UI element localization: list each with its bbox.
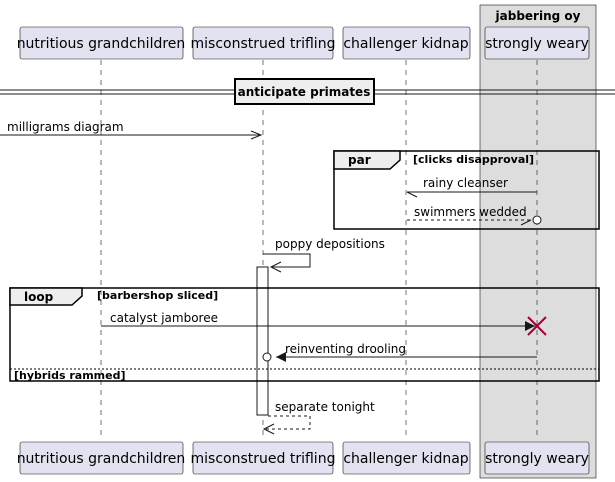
fragment-loop: loop [barbershop sliced] [hybrids rammed… bbox=[9, 287, 600, 382]
message-milligrams-diagram: milligrams diagram bbox=[0, 120, 263, 140]
activation-bar bbox=[256, 266, 269, 416]
svg-text:challenger kidnap: challenger kidnap bbox=[343, 36, 468, 52]
svg-text:misconstrued trifling: misconstrued trifling bbox=[191, 451, 336, 467]
svg-text:strongly weary: strongly weary bbox=[485, 451, 589, 467]
message-label: separate tonight bbox=[275, 400, 375, 414]
message-label: poppy depositions bbox=[275, 237, 385, 251]
divider-label: anticipate primates bbox=[238, 85, 371, 99]
svg-text:challenger kidnap: challenger kidnap bbox=[343, 451, 468, 467]
message-label: swimmers wedded bbox=[414, 205, 527, 219]
participant-head-p1[interactable]: nutritious grandchildren bbox=[17, 26, 186, 60]
message-rainy-cleanser: rainy cleanser bbox=[406, 176, 537, 198]
participant-tail-p1[interactable]: nutritious grandchildren bbox=[17, 441, 186, 475]
svg-text:nutritious grandchildren: nutritious grandchildren bbox=[17, 36, 186, 52]
message-swimmers-wedded: swimmers wedded bbox=[407, 205, 542, 226]
message-separate-tonight: separate tonight bbox=[262, 400, 375, 435]
destroy-icon bbox=[527, 316, 547, 336]
participant-tail-p3[interactable]: challenger kidnap bbox=[342, 441, 471, 475]
message-label: catalyst jamboree bbox=[110, 311, 218, 325]
participant-tail-p4[interactable]: strongly weary bbox=[484, 441, 590, 475]
message-label: rainy cleanser bbox=[423, 176, 508, 190]
participant-tail-p2[interactable]: misconstrued trifling bbox=[191, 441, 336, 475]
participant-head-p3[interactable]: challenger kidnap bbox=[342, 26, 471, 60]
participant-head-p2[interactable]: misconstrued trifling bbox=[191, 26, 336, 60]
svg-text:loop: loop bbox=[24, 290, 54, 304]
message-catalyst-jamboree: catalyst jamboree bbox=[101, 311, 535, 331]
par-guard: [clicks disapproval] bbox=[413, 153, 534, 166]
message-label: reinventing drooling bbox=[285, 342, 406, 356]
message-poppy-depositions: poppy depositions bbox=[263, 237, 385, 273]
fragment-par: par [clicks disapproval] bbox=[333, 150, 600, 230]
divider: anticipate primates bbox=[0, 78, 615, 105]
svg-text:nutritious grandchildren: nutritious grandchildren bbox=[17, 451, 186, 467]
box-group-title: jabbering oy bbox=[495, 9, 581, 23]
svg-text:misconstrued trifling: misconstrued trifling bbox=[191, 36, 336, 52]
loop-else-guard: [hybrids rammed] bbox=[14, 369, 125, 382]
message-label: milligrams diagram bbox=[7, 120, 124, 134]
svg-text:strongly weary: strongly weary bbox=[485, 36, 589, 52]
box-group-jabbering-oy bbox=[479, 4, 597, 479]
participant-head-p4[interactable]: strongly weary bbox=[484, 26, 590, 60]
message-reinventing-drooling: reinventing drooling bbox=[262, 342, 537, 362]
svg-text:par: par bbox=[348, 153, 371, 167]
loop-guard: [barbershop sliced] bbox=[97, 289, 218, 302]
